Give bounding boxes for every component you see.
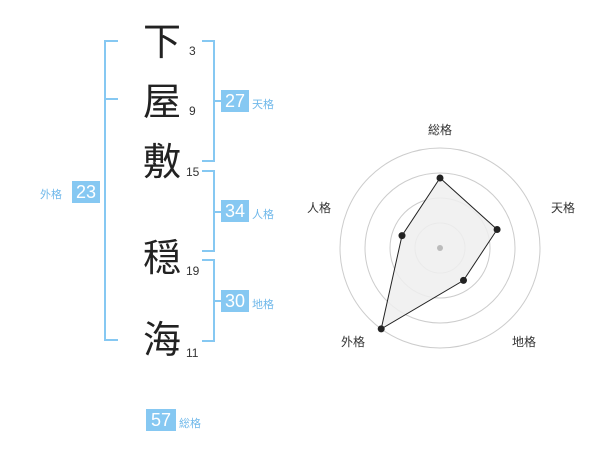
soukaku-value-badge: 57 [146,409,176,431]
radar-point-2 [493,226,501,233]
radar-ring-3 [364,172,516,324]
radar-axis-label-soukaku: 総格 [428,122,452,137]
name-char-4: 穏 [142,236,181,280]
radar-points [377,174,501,333]
stroke-count-4: 19 [186,264,200,278]
radar-series-polygon [380,177,498,330]
radar-point-3 [460,276,467,284]
tenkaku-connector [214,100,222,102]
chikaku-connector [214,300,222,302]
radar-axis-label-tenkaku: 天格 [551,200,575,215]
name-char-3: 敷 [142,140,181,184]
gaikaku-value-badge: 23 [72,181,100,203]
jinkaku-connector [214,211,222,213]
name-char-5: 海 [142,318,181,362]
tenkaku-label: 天格 [252,98,274,111]
radar-axis-label-chikaku: 地格 [512,334,536,349]
stroke-count-2: 9 [189,104,196,118]
stroke-count-1: 3 [189,44,196,58]
radar-point-5 [398,232,406,240]
tenkaku-value-badge: 27 [221,90,249,112]
stroke-count-3: 15 [186,165,200,179]
name-char-2: 屋 [142,80,181,124]
name-char-1: 下 [142,20,181,64]
gaikaku-bracket-mid-tick [104,98,118,100]
gaikaku-label: 外格 [40,188,62,201]
chikaku-value-badge: 30 [221,290,249,312]
radar-point-1 [436,174,444,182]
jinkaku-value-badge: 34 [221,200,249,222]
radar-axis-label-jinkaku: 人格 [307,200,331,215]
soukaku-label: 総格 [179,417,201,430]
gaikaku-bracket [104,40,118,341]
radar-point-4 [377,325,385,333]
stroke-count-5: 11 [186,346,199,360]
radar-center-dot [437,245,443,251]
jinkaku-label: 人格 [252,208,274,221]
radar-ring-4 [339,147,541,349]
radar-axis-label-gaikaku: 外格 [341,334,365,349]
chikaku-label: 地格 [252,298,274,311]
